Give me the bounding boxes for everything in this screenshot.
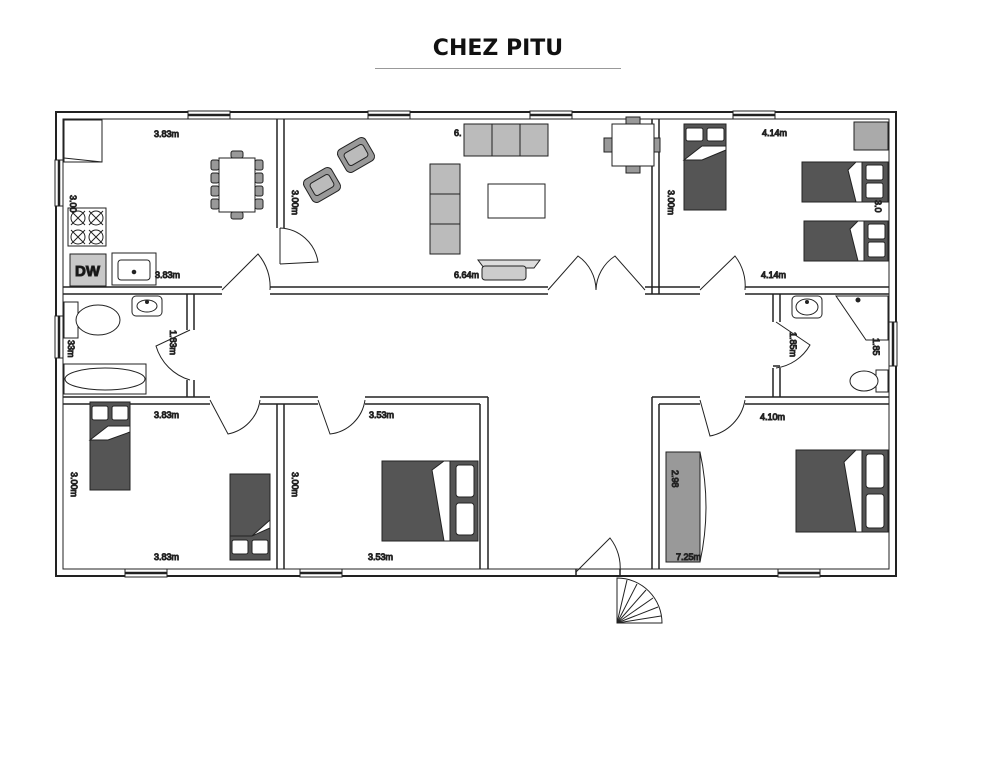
- dishwasher: [69, 253, 107, 287]
- coffee-table: [487, 183, 546, 219]
- living-depth: 3.00m: [290, 190, 300, 215]
- living-room: 6. 3.00m 6.64m: [290, 116, 661, 281]
- door-living-left: [547, 255, 597, 291]
- bath-w-depth: 33m: [66, 340, 76, 358]
- door-bedroom-ne: [699, 255, 746, 291]
- front-steps: [616, 577, 663, 624]
- bathroom-west: 33m 1.83m: [63, 295, 179, 395]
- kitchen-depth: 3.00: [68, 195, 78, 213]
- bath-e-depth: 1.85: [871, 338, 881, 356]
- window-glass: [57, 113, 895, 575]
- door-front: [575, 537, 621, 573]
- shower: [835, 295, 889, 341]
- bedroom-sw: 3.83m 3.00m 3.83m: [69, 401, 271, 563]
- burner-icon: [70, 210, 104, 245]
- toilet: [75, 304, 121, 336]
- bedroom-s-width-bottom: 3.53m: [368, 552, 393, 562]
- toilet: [849, 370, 879, 392]
- door-living-right: [595, 255, 646, 291]
- armchair: [302, 137, 376, 203]
- kitchen-width-top: 3.83m: [154, 129, 179, 139]
- interior-walls: [63, 119, 889, 576]
- living-width-bottom: 6.64m: [454, 270, 479, 280]
- bedroom-s-depth: 3.00m: [290, 472, 300, 497]
- bedroom-se-width-bottom: 7.25m: [676, 552, 701, 562]
- fridge: [63, 119, 103, 163]
- door-bedroom-se: [699, 399, 746, 437]
- door-bedroom-s: [317, 399, 366, 435]
- bedroom-se-width-top: 4.10m: [760, 412, 785, 422]
- bedroom-s-width-top: 3.53m: [369, 410, 394, 420]
- living-width-top: 6.: [454, 128, 462, 138]
- side-table: [611, 123, 655, 167]
- kitchen: DW 3.83m 3.00 3.83m: [63, 119, 264, 287]
- chairs: [210, 150, 264, 220]
- bedroom-sw-width-bottom: 3.83m: [154, 552, 179, 562]
- dishwasher-label: DW: [75, 263, 101, 280]
- dining-table: [218, 157, 256, 213]
- wardrobe-dim: 2.98: [670, 470, 680, 488]
- doors: [155, 227, 811, 573]
- bedroom-sw-depth: 3.00m: [69, 472, 79, 497]
- plan-title: CHEZ PITU: [432, 36, 564, 61]
- bedroom-sw-width-top: 3.83m: [154, 410, 179, 420]
- bathroom-east: 1.85m 1.85: [788, 295, 889, 393]
- door-living-side: [279, 227, 319, 265]
- wardrobe: [853, 121, 889, 151]
- bedroom-se: 4.10m 2.98 7.25m: [665, 412, 889, 563]
- bedroom-ne-depth: 3.00m: [666, 190, 676, 215]
- door-kitchen: [221, 253, 271, 291]
- bath-w-door-dim: 1.83m: [168, 330, 178, 355]
- door-bedroom-sw: [209, 399, 261, 435]
- wardrobe: [665, 451, 701, 563]
- bath-e-door-dim: 1.85m: [788, 332, 798, 357]
- bedroom-s: 3.53m 3.00m 3.53m: [290, 410, 479, 563]
- door-bath-w: [155, 329, 191, 381]
- title-underline: [375, 68, 621, 69]
- bedroom-ne: 4.14m 3.00m 3.0 4.14m: [666, 121, 889, 281]
- bedroom-ne-width-top: 4.14m: [762, 128, 787, 138]
- bedroom-ne-width-bottom: 4.14m: [761, 270, 786, 280]
- bedroom-ne-depth-right: 3.0: [873, 200, 883, 213]
- door-bath-e: [775, 321, 811, 369]
- kitchen-width-bottom: 3.83m: [155, 270, 180, 280]
